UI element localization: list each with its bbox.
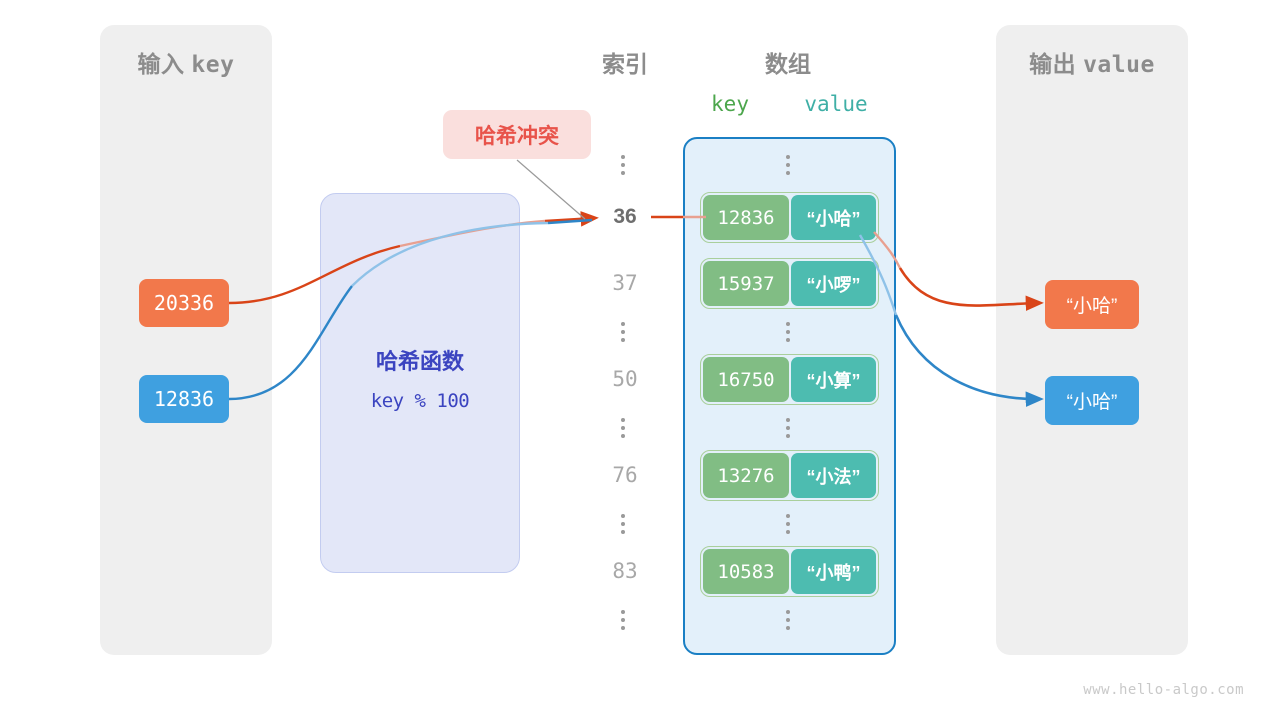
- index-column-heading: 索引: [602, 51, 648, 77]
- entry-value-cell: “小法”: [791, 453, 876, 498]
- input-key-chip: 12836: [139, 375, 229, 423]
- entry-value-cell: “小算”: [791, 357, 876, 402]
- output-panel-title-cn: 输出: [1029, 51, 1077, 77]
- output-value-chip: “小哈”: [1045, 376, 1139, 425]
- array-entry: 12836“小哈”: [700, 192, 879, 243]
- input-key-chip: 20336: [139, 279, 229, 327]
- index-ellipsis: [616, 155, 630, 175]
- watermark: www.hello-algo.com: [1083, 682, 1244, 698]
- index-label: 36: [613, 205, 637, 228]
- output-panel: 输出 value: [996, 25, 1188, 655]
- array-ellipsis: [781, 418, 795, 438]
- hash-function-box: 哈希函数 key % 100: [320, 193, 520, 573]
- index-ellipsis: [616, 418, 630, 438]
- kv-value-header: value: [804, 92, 868, 116]
- kv-key-header: key: [711, 92, 749, 116]
- entry-key-cell: 15937: [703, 261, 789, 306]
- output-panel-title-mono: value: [1083, 52, 1155, 78]
- array-entry: 13276“小法”: [700, 450, 879, 501]
- entry-value-cell: “小鸭”: [791, 549, 876, 594]
- wire-hash-to-index36-orange: [544, 211, 599, 227]
- array-column-heading: 数组: [765, 51, 811, 77]
- wire-collision-leader: [516, 159, 586, 220]
- output-value-chip: “小哈”: [1045, 280, 1139, 329]
- entry-key-cell: 12836: [703, 195, 789, 240]
- index-ellipsis: [616, 514, 630, 534]
- output-panel-title: 输出 value: [996, 45, 1188, 79]
- array-ellipsis: [781, 322, 795, 342]
- hash-function-title: 哈希函数: [375, 349, 464, 374]
- wire-hash-to-index36-blue: [547, 218, 593, 225]
- entry-key-cell: 13276: [703, 453, 789, 498]
- entry-value-cell: “小哈”: [791, 195, 876, 240]
- index-label: 37: [612, 271, 638, 295]
- array-ellipsis: [781, 514, 795, 534]
- index-ellipsis: [616, 610, 630, 630]
- index-ellipsis: [616, 322, 630, 342]
- input-panel-title-cn: 输入: [137, 51, 185, 77]
- input-panel: 输入 key: [100, 25, 272, 655]
- entry-value-cell: “小啰”: [791, 261, 876, 306]
- index-label: 50: [612, 367, 638, 391]
- input-panel-title: 输入 key: [100, 45, 272, 79]
- array-ellipsis: [781, 610, 795, 630]
- input-panel-title-mono: key: [191, 52, 235, 78]
- array-entry: 10583“小鸭”: [700, 546, 879, 597]
- hash-function-formula: key % 100: [370, 390, 470, 412]
- array-ellipsis: [781, 155, 795, 175]
- collision-callout: 哈希冲突: [443, 110, 591, 159]
- array-entry: 15937“小啰”: [700, 258, 879, 309]
- index-label: 76: [612, 463, 638, 487]
- kv-column-header: key value: [684, 92, 896, 120]
- array-entry: 16750“小算”: [700, 354, 879, 405]
- entry-key-cell: 10583: [703, 549, 789, 594]
- entry-key-cell: 16750: [703, 357, 789, 402]
- index-label: 83: [612, 559, 638, 583]
